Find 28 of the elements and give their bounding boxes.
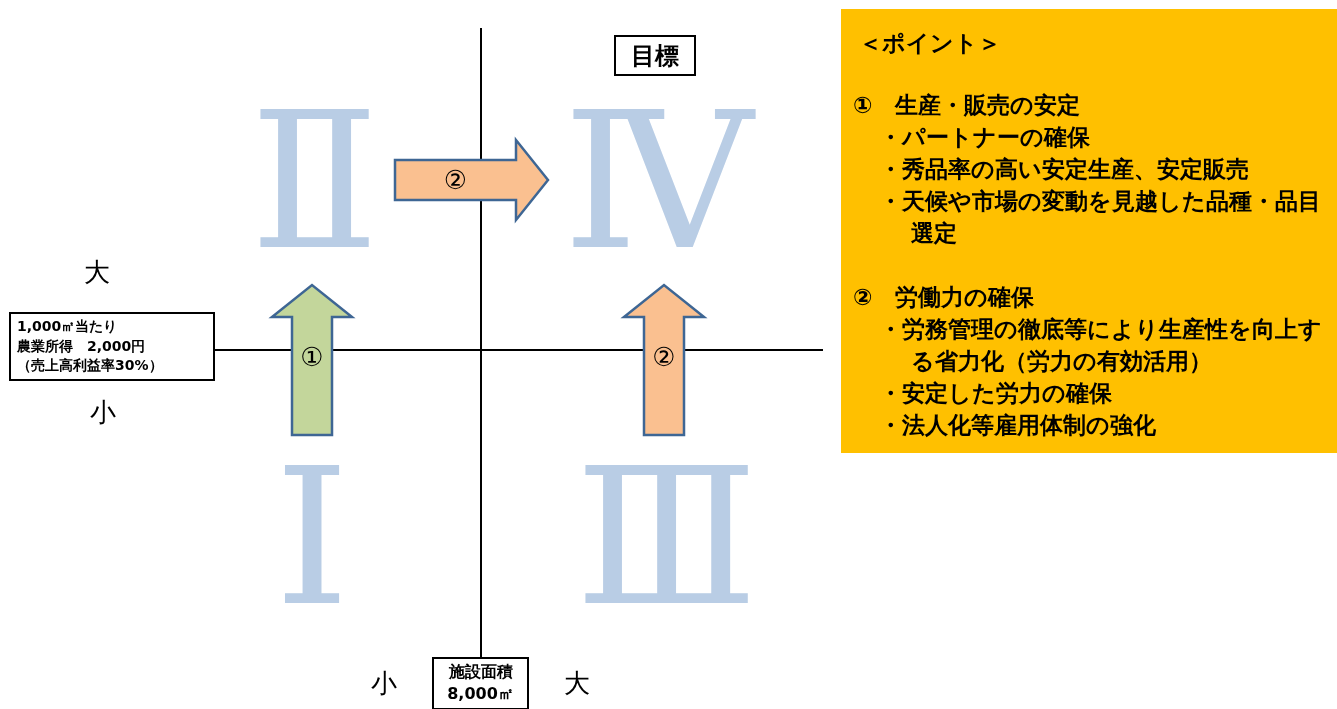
scale-label: 大	[84, 257, 110, 287]
box-text: 農業所得 2,000円	[17, 336, 147, 356]
panel-heading: ＜ポイント＞	[859, 29, 1002, 58]
threshold-box	[9, 312, 215, 381]
bullet-text: ・天候や市場の変動を見越した品種・品目選定	[878, 187, 1322, 248]
points-panel	[841, 9, 1337, 453]
quadrant-numeral: Ⅰ	[260, 448, 364, 628]
bullet-text: ・パートナーの確保	[878, 123, 1091, 152]
block-arrow	[393, 136, 550, 224]
bullet-text: ・秀品率の高い安定生産、安定販売	[878, 155, 1250, 184]
block-arrow	[268, 283, 356, 437]
box-text: 1,000㎡当たり	[17, 317, 119, 336]
bullet-text: ・法人化等雇用体制の強化	[878, 411, 1157, 440]
quadrant-numeral: Ⅲ	[575, 448, 753, 628]
box-text: （売上高利益率30%）	[17, 356, 164, 376]
area-box	[432, 657, 529, 709]
point-heading: ① 生産・販売の安定	[853, 91, 1082, 120]
quadrant-numeral: Ⅱ	[250, 92, 375, 272]
scale-label: 大	[564, 668, 590, 698]
bullet-text: ・安定した労力の確保	[878, 379, 1113, 408]
goal-box: 目標	[614, 35, 696, 76]
point-heading: ② 労働力の確保	[853, 283, 1036, 312]
box-text: 施設面積	[447, 661, 514, 683]
block-arrow	[620, 283, 708, 437]
box-text: 8,000㎡	[446, 683, 515, 706]
scale-label: 小	[371, 668, 397, 698]
quadrant-numeral: Ⅳ	[560, 92, 756, 272]
bullet-text: ・労務管理の徹底等により生産性を向上する省力化（労力の有効活用）	[878, 315, 1323, 376]
